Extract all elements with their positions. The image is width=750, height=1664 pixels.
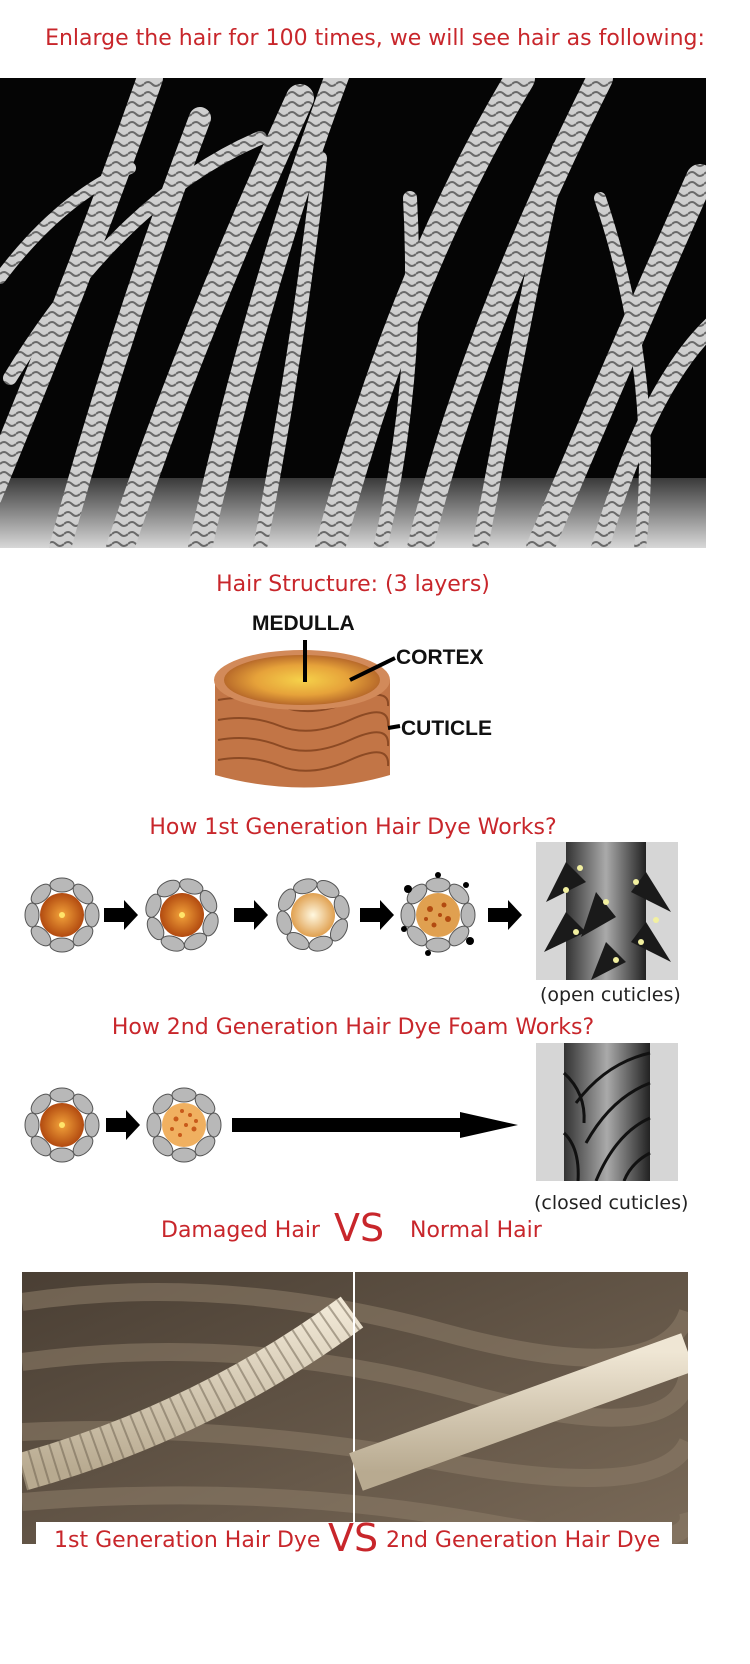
gen2-dye-label: 2nd Generation Hair Dye (386, 1528, 661, 1553)
normal-hair-label: Normal Hair (410, 1218, 542, 1243)
medulla-label: MEDULLA (252, 612, 355, 635)
gen2-sequence (20, 1080, 530, 1170)
closed-cuticle-image (536, 1043, 678, 1181)
intro-heading: Enlarge the hair for 100 times, we will … (45, 26, 705, 51)
gen1-heading: How 1st Generation Hair Dye Works? (149, 815, 557, 840)
structure-heading: Hair Structure: (3 layers) (216, 572, 490, 597)
hair-structure-diagram (210, 610, 510, 790)
closed-cuticles-caption: (closed cuticles) (534, 1192, 689, 1214)
cortex-label: CORTEX (396, 646, 484, 669)
cuticle-label: CUTICLE (401, 717, 492, 740)
hair-microscope-image (0, 78, 706, 548)
gen2-heading: How 2nd Generation Hair Dye Foam Works? (111, 1015, 595, 1040)
bottom-banner (36, 1522, 672, 1560)
bottom-vs: VS (328, 1516, 379, 1560)
compare-vs: VS (334, 1206, 385, 1250)
hair-comparison-image (22, 1272, 688, 1544)
gen1-dye-label: 1st Generation Hair Dye (54, 1528, 321, 1553)
damaged-hair-label: Damaged Hair (161, 1218, 320, 1243)
open-cuticle-image (536, 842, 678, 980)
gen1-sequence (20, 870, 540, 960)
open-cuticles-caption: (open cuticles) (540, 984, 681, 1006)
